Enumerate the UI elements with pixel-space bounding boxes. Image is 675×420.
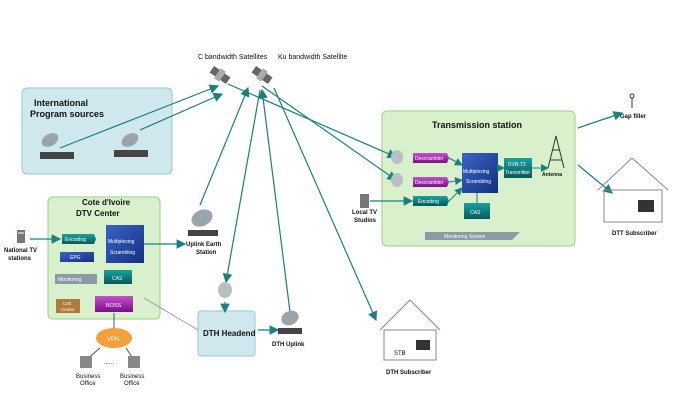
local-tv-server-icon (360, 194, 369, 208)
cote-divoire-subtitle: DTV Center (76, 209, 120, 218)
international-dish-2-icon (114, 133, 148, 157)
descrambler-2-label: Descrambler (415, 180, 444, 186)
national-tv-label-2: stations (8, 256, 32, 262)
monitoring-block (55, 274, 97, 284)
uplink-earth-label: Uplink Earth (186, 242, 222, 248)
c-band-satellites-label: C bandwidth Satellites (198, 54, 268, 61)
call-center-block (56, 299, 80, 313)
call-center-label-1: Call (63, 301, 71, 306)
cote-divoire-title: Cote d'Ivoire (82, 198, 131, 207)
signal-links (30, 83, 624, 335)
multiplexing-block (106, 225, 144, 263)
cas-block (104, 270, 132, 284)
dvbt2-label: DVB-T2 (508, 162, 526, 168)
dvbt2-label-2: Transmitter (505, 170, 530, 176)
gap-filler-label: Gap filler (620, 114, 647, 120)
dth-headend-label: DTH Headend (203, 329, 256, 338)
national-tv-server-icon (17, 230, 25, 243)
business-office-2-label-2: Office (124, 381, 140, 387)
business-office-2-label: Business (120, 374, 144, 380)
international-subtitle: Program sources (30, 109, 104, 119)
monitoring-system-label: Monitoring System (444, 234, 485, 240)
local-tv-label-2: Studios (354, 218, 377, 224)
business-office-1-label: Business (76, 374, 100, 380)
local-tv-label: Local TV (352, 210, 377, 216)
descrambler-2-block (413, 177, 449, 187)
uplink-earth-label-2: Station (196, 250, 217, 256)
antenna-label: Antenna (542, 172, 562, 178)
ku-band-satellite-label: Ku bandwidth Satellite (278, 54, 347, 61)
vpn-dots: ...... (104, 360, 114, 366)
c-band-satellite-icon (209, 65, 231, 85)
dth-subscriber-label: DTH Subscriber (386, 370, 432, 376)
dth-tv-icon (416, 340, 430, 350)
stb-label: STB (394, 351, 406, 357)
scrambling-label: Scrambling (110, 250, 135, 256)
descrambler-1-block (413, 153, 449, 163)
encoding-label: Encoding (65, 237, 86, 243)
receiver-1-icon (391, 150, 403, 164)
business-office-1-icon (80, 356, 92, 368)
tx-cas-block (464, 203, 490, 219)
tx-multiplexing-label: Multiplexing (463, 169, 490, 175)
monitoring-system-block (425, 232, 520, 240)
epg-block (60, 252, 94, 262)
multiplexing-label: Multiplexing (108, 239, 135, 245)
dtt-subscriber-label: DTT Subscriber (612, 231, 657, 237)
dth-uplink-label: DTH Uplink (272, 342, 305, 348)
boss-headend-link (143, 297, 199, 331)
vpn-cloud-icon (96, 328, 132, 348)
dth-subscriber-house-icon (379, 299, 441, 361)
business-office-1-label-2: Office (80, 381, 96, 387)
national-tv-label: National TV (4, 248, 37, 254)
dth-uplink-dish-icon (278, 310, 302, 334)
cas-label: CAS (112, 276, 123, 282)
transmission-title: Transmission station (432, 120, 522, 130)
descrambler-1-label: Descrambler (415, 156, 444, 162)
epg-label: EPG (70, 255, 81, 261)
ku-band-satellite-icon (251, 65, 273, 85)
boss-block (95, 296, 133, 312)
tx-scrambling-label: Scrambling (466, 179, 491, 185)
business-office-2-icon (128, 356, 140, 368)
international-dish-1-icon (40, 133, 74, 159)
gap-filler-antenna-icon (629, 93, 635, 108)
tx-cas-label: CAS (470, 210, 481, 216)
dtt-subscriber-house-icon (597, 157, 669, 223)
call-center-label-2: Center (61, 307, 75, 312)
dtt-tv-icon (638, 200, 654, 212)
headend-receiver-icon (218, 282, 232, 298)
boss-label: BOSS (106, 303, 122, 309)
encoding-block (62, 234, 96, 244)
international-title: International (34, 98, 88, 108)
tx-multiplexing-block (462, 153, 498, 193)
receiver-2-icon (391, 173, 403, 187)
uplink-earth-dish-icon (188, 209, 218, 236)
monitoring-label: Monitoring (58, 277, 82, 283)
encoding-tx-block (413, 196, 449, 206)
vpn-label: VPN (107, 337, 119, 343)
encoding-tx-label: Encoding (418, 199, 439, 205)
antenna-tower-icon (547, 135, 565, 169)
dvbt2-transmitter-block (504, 158, 532, 178)
